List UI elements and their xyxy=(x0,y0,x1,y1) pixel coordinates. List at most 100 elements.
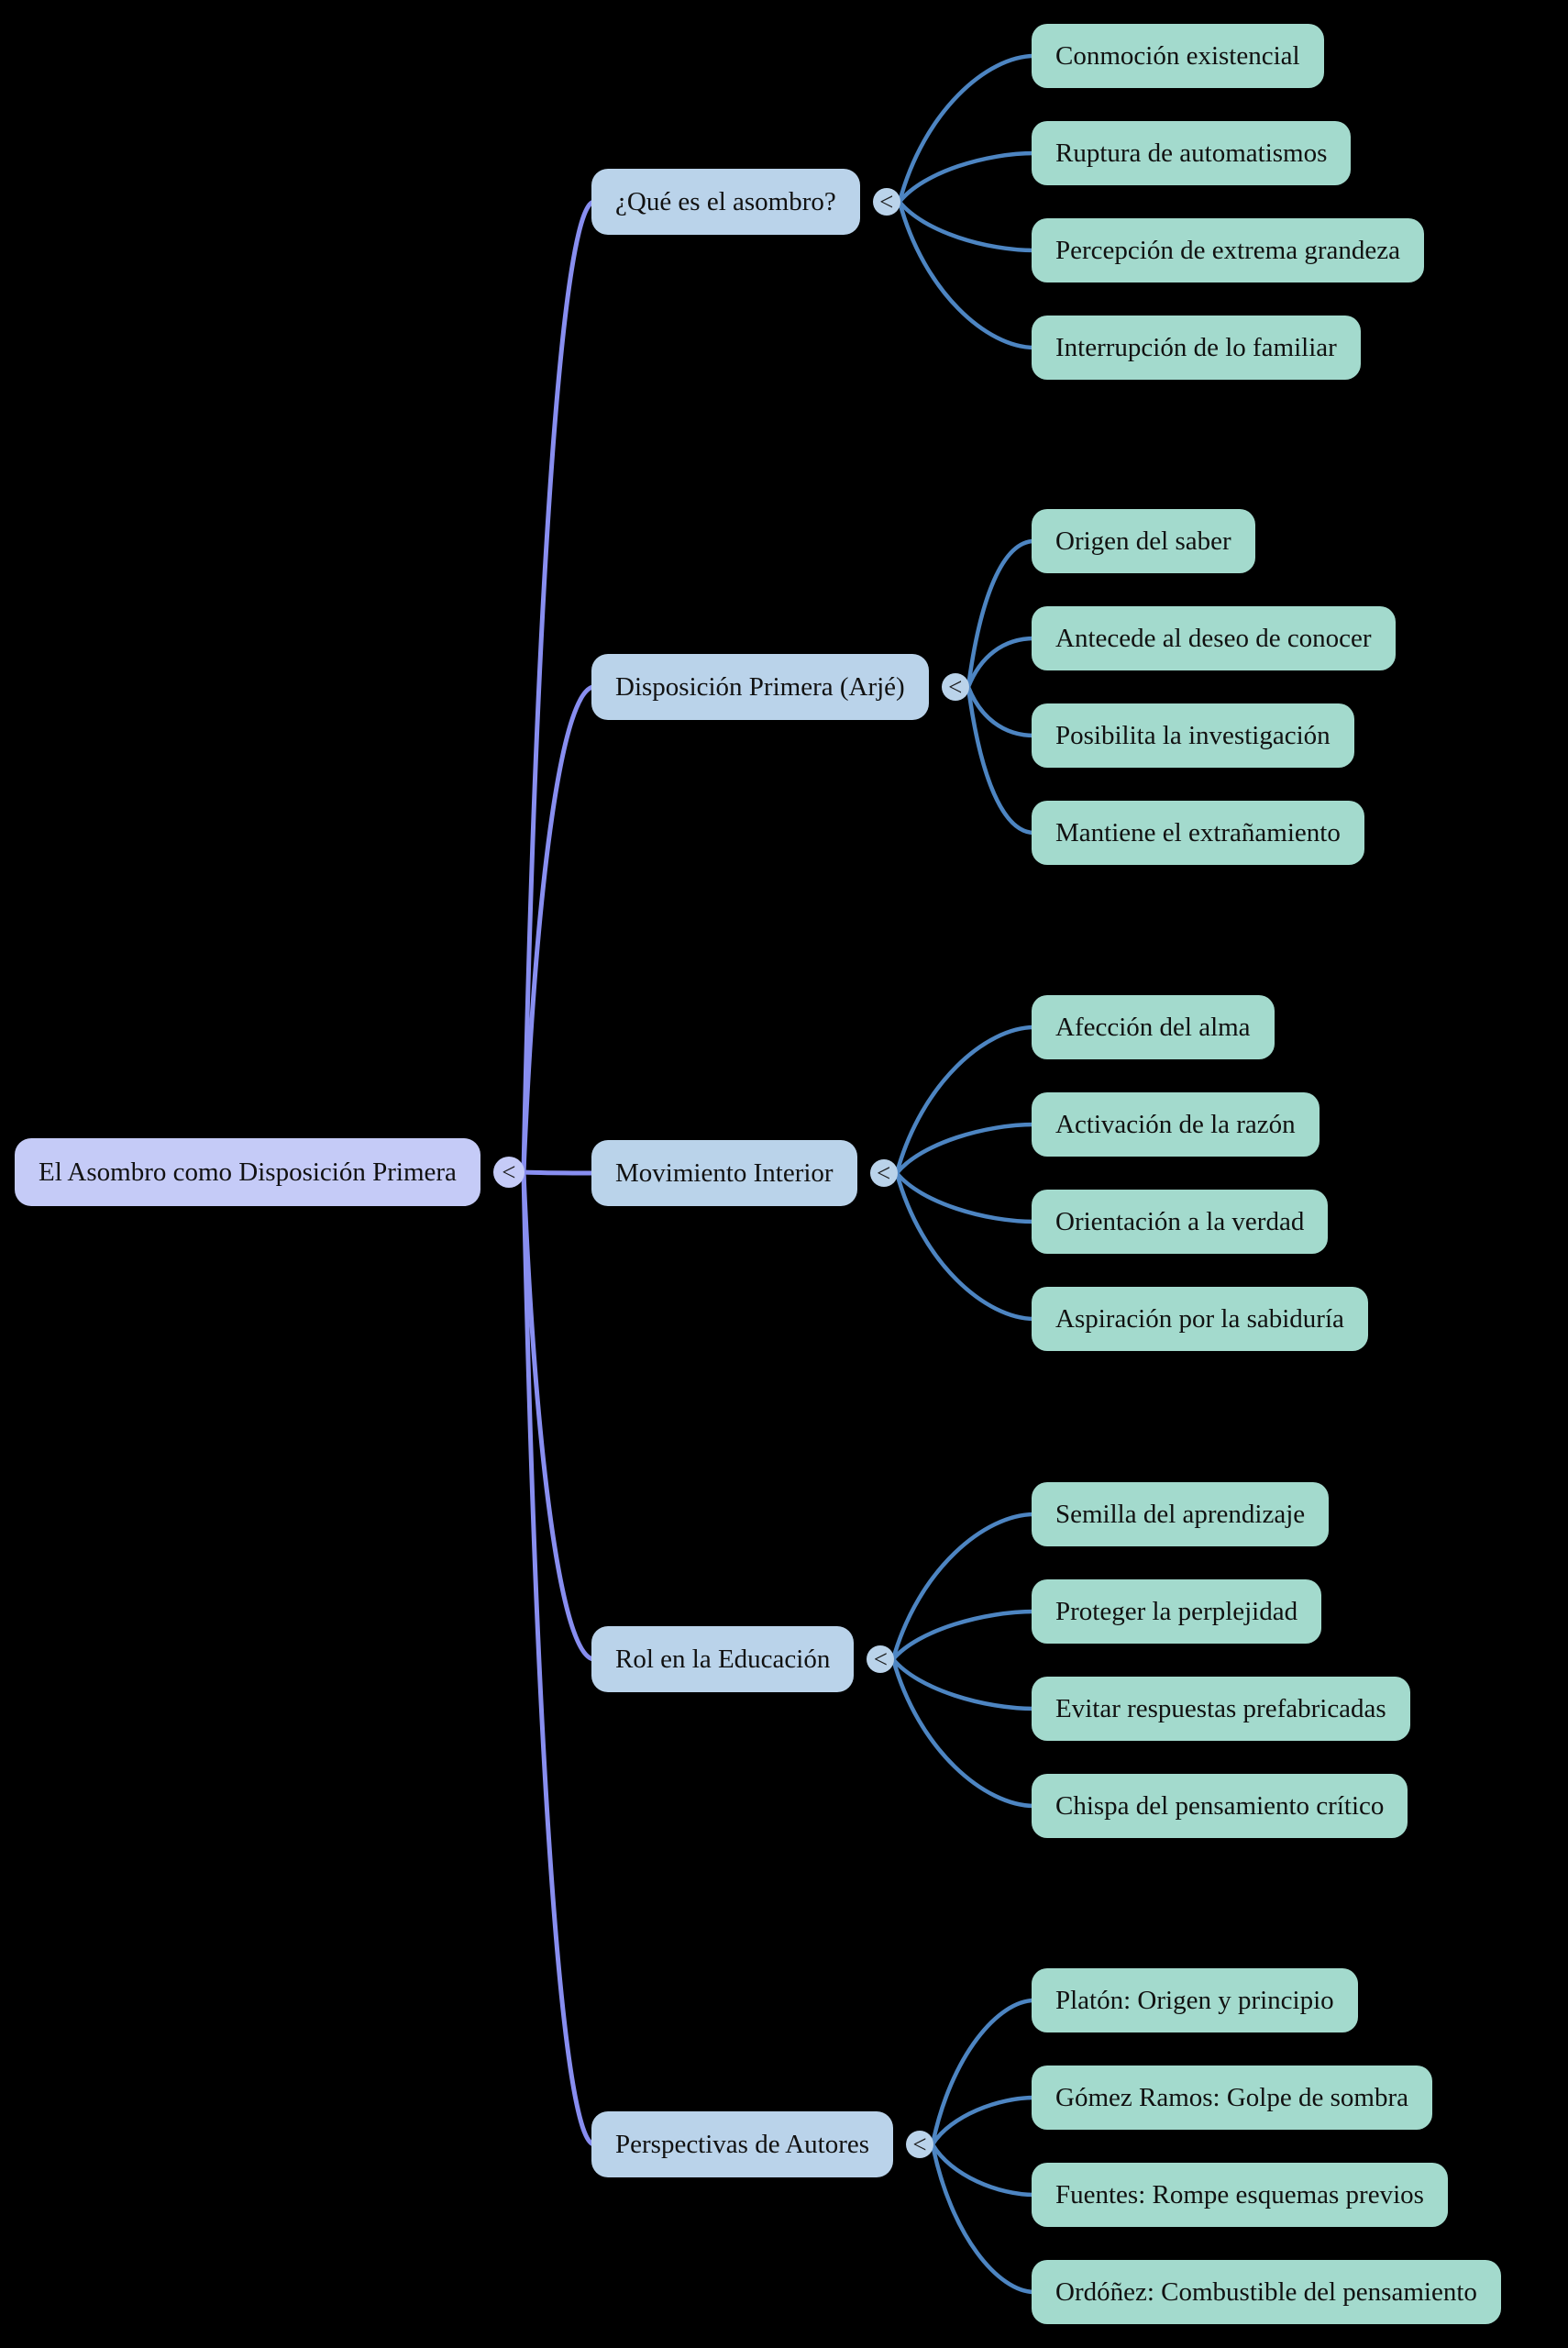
child-node-box[interactable]: Origen del saber xyxy=(1032,509,1255,573)
child-node-label: Platón: Origen y principio xyxy=(1055,1985,1334,2015)
branch-collapse-button[interactable]: < xyxy=(872,188,900,216)
child-node: Antecede al deseo de conocer xyxy=(1032,606,1396,670)
branch-collapse-button[interactable]: < xyxy=(906,2130,934,2158)
edge-root-to-branch-1 xyxy=(521,684,597,1175)
branch-node-label: ¿Qué es el asombro? xyxy=(615,186,836,216)
child-node: Mantiene el extrañamiento xyxy=(1032,801,1364,865)
branch-node-box[interactable]: ¿Qué es el asombro? xyxy=(591,169,860,235)
child-node-label: Afección del alma xyxy=(1055,1012,1251,1042)
edge-branch-2-to-child-3 xyxy=(894,1170,1037,1322)
collapse-left-icon: < xyxy=(873,1645,888,1673)
child-node-label: Proteger la perplejidad xyxy=(1055,1596,1298,1626)
edge-branch-3-to-child-1 xyxy=(890,1609,1037,1662)
edge-branch-3-to-child-2 xyxy=(890,1656,1037,1711)
child-node-box[interactable]: Interrupción de lo familiar xyxy=(1032,316,1361,380)
collapse-left-icon: < xyxy=(876,1158,891,1187)
child-node-box[interactable]: Aspiración por la sabiduría xyxy=(1032,1287,1368,1351)
branch-node-box[interactable]: Disposición Primera (Arjé) xyxy=(591,654,929,720)
branch-collapse-button[interactable]: < xyxy=(941,672,969,701)
child-node: Fuentes: Rompe esquemas previos xyxy=(1032,2163,1448,2227)
child-node: Platón: Origen y principio xyxy=(1032,1968,1358,2032)
child-node-label: Gómez Ramos: Golpe de sombra xyxy=(1055,2082,1408,2112)
edge-branch-0-to-child-3 xyxy=(897,199,1037,350)
child-node: Evitar respuestas prefabricadas xyxy=(1032,1677,1410,1741)
child-node-box[interactable]: Evitar respuestas prefabricadas xyxy=(1032,1677,1410,1741)
collapse-left-icon: < xyxy=(948,672,963,701)
root-collapse-button[interactable]: < xyxy=(492,1157,525,1188)
child-node-box[interactable]: Percepción de extrema grandeza xyxy=(1032,218,1424,282)
child-node-box[interactable]: Antecede al deseo de conocer xyxy=(1032,606,1396,670)
child-node-box[interactable]: Fuentes: Rompe esquemas previos xyxy=(1032,2163,1448,2227)
child-node-label: Antecede al deseo de conocer xyxy=(1055,623,1372,653)
edge-root-to-branch-0 xyxy=(521,199,597,1175)
edge-branch-0-to-child-1 xyxy=(897,150,1037,205)
child-node-box[interactable]: Mantiene el extrañamiento xyxy=(1032,801,1364,865)
child-node-box[interactable]: Posibilita la investigación xyxy=(1032,703,1354,768)
child-node: Gómez Ramos: Golpe de sombra xyxy=(1032,2066,1432,2130)
child-node: Conmoción existencial xyxy=(1032,24,1324,88)
child-node-box[interactable]: Platón: Origen y principio xyxy=(1032,1968,1358,2032)
child-node: Afección del alma xyxy=(1032,995,1275,1059)
edge-branch-4-to-child-1 xyxy=(930,2095,1037,2147)
child-node-box[interactable]: Afección del alma xyxy=(1032,995,1275,1059)
child-node: Ordóñez: Combustible del pensamiento xyxy=(1032,2260,1501,2324)
branch-node-rol-en-la-educacion: Rol en la Educación < xyxy=(591,1626,895,1692)
child-node-box[interactable]: Orientación a la verdad xyxy=(1032,1190,1329,1254)
edge-branch-3-to-child-3 xyxy=(890,1656,1037,1809)
child-node-label: Origen del saber xyxy=(1055,526,1231,556)
child-node: Aspiración por la sabiduría xyxy=(1032,1287,1368,1351)
child-node: Percepción de extrema grandeza xyxy=(1032,218,1424,282)
branch-node-perspectivas-de-autores: Perspectivas de Autores < xyxy=(591,2111,934,2177)
edge-branch-1-to-child-3 xyxy=(966,684,1037,836)
child-node-label: Activación de la razón xyxy=(1055,1109,1296,1139)
root-node: El Asombro como Disposición Primera < xyxy=(15,1138,525,1206)
branch-collapse-button[interactable]: < xyxy=(869,1158,898,1187)
child-node-box[interactable]: Ordóñez: Combustible del pensamiento xyxy=(1032,2260,1501,2324)
edge-branch-3-to-child-0 xyxy=(890,1512,1037,1662)
edge-branch-4-to-child-2 xyxy=(930,2142,1037,2198)
child-node: Ruptura de automatismos xyxy=(1032,121,1352,185)
child-node: Chispa del pensamiento crítico xyxy=(1032,1774,1408,1838)
branch-node-label: Movimiento Interior xyxy=(615,1157,834,1188)
branch-node-box[interactable]: Perspectivas de Autores xyxy=(591,2111,894,2177)
child-node-box[interactable]: Conmoción existencial xyxy=(1032,24,1324,88)
root-node-label: El Asombro como Disposición Primera xyxy=(39,1157,457,1187)
branch-node-label: Rol en la Educación xyxy=(615,1644,831,1674)
collapse-left-icon: < xyxy=(912,2130,927,2158)
child-node-label: Ruptura de automatismos xyxy=(1055,138,1328,168)
edge-branch-4-to-child-0 xyxy=(930,1998,1037,2147)
edge-branch-4-to-child-3 xyxy=(930,2142,1037,2295)
child-node-label: Orientación a la verdad xyxy=(1055,1206,1305,1236)
branch-node-disposicion-primera: Disposición Primera (Arjé) < xyxy=(591,654,969,720)
child-node-label: Evitar respuestas prefabricadas xyxy=(1055,1693,1386,1723)
child-node-box[interactable]: Ruptura de automatismos xyxy=(1032,121,1352,185)
collapse-left-icon: < xyxy=(502,1157,516,1186)
child-node-label: Conmoción existencial xyxy=(1055,40,1300,71)
child-node-label: Percepción de extrema grandeza xyxy=(1055,235,1400,265)
child-node: Posibilita la investigación xyxy=(1032,703,1354,768)
branch-node-label: Perspectivas de Autores xyxy=(615,2129,870,2159)
edge-branch-2-to-child-1 xyxy=(894,1122,1037,1176)
child-node-box[interactable]: Proteger la perplejidad xyxy=(1032,1579,1322,1644)
child-node-box[interactable]: Semilla del aprendizaje xyxy=(1032,1482,1330,1546)
child-node-label: Aspiración por la sabiduría xyxy=(1055,1303,1344,1334)
child-node-label: Posibilita la investigación xyxy=(1055,720,1331,750)
child-node-box[interactable]: Gómez Ramos: Golpe de sombra xyxy=(1032,2066,1432,2130)
branch-node-box[interactable]: Movimiento Interior xyxy=(591,1140,857,1206)
child-node-box[interactable]: Activación de la razón xyxy=(1032,1092,1320,1157)
child-node-box[interactable]: Chispa del pensamiento crítico xyxy=(1032,1774,1408,1838)
edge-branch-2-to-child-2 xyxy=(894,1170,1037,1224)
branch-node-box[interactable]: Rol en la Educación xyxy=(591,1626,855,1692)
child-node: Proteger la perplejidad xyxy=(1032,1579,1322,1644)
edge-branch-1-to-child-0 xyxy=(966,538,1037,690)
branch-collapse-button[interactable]: < xyxy=(867,1645,895,1673)
child-node-label: Ordóñez: Combustible del pensamiento xyxy=(1055,2276,1477,2307)
child-node-label: Fuentes: Rompe esquemas previos xyxy=(1055,2179,1424,2210)
edge-branch-0-to-child-2 xyxy=(897,199,1037,253)
child-node-label: Chispa del pensamiento crítico xyxy=(1055,1790,1385,1821)
edge-branch-1-to-child-1 xyxy=(966,636,1037,690)
branch-node-movimiento-interior: Movimiento Interior < xyxy=(591,1140,898,1206)
child-node: Activación de la razón xyxy=(1032,1092,1320,1157)
root-node-box[interactable]: El Asombro como Disposición Primera xyxy=(15,1138,480,1206)
